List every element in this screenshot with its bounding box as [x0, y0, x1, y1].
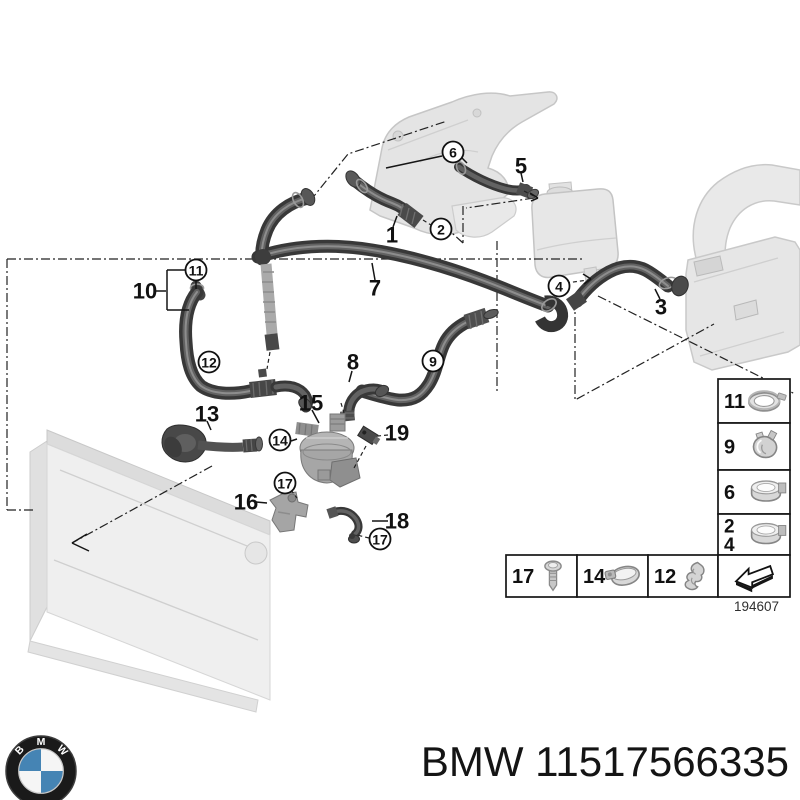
- callout-number: 18: [385, 509, 409, 534]
- legend-cell-12: 12: [647, 554, 719, 598]
- legend-cell-arrow: [717, 554, 791, 598]
- small-parts: [269, 413, 381, 533]
- callout-3: 3: [655, 295, 667, 320]
- pipe-13: [161, 424, 263, 463]
- callout-16: 16: [234, 490, 258, 515]
- leader-lines: [6, 120, 796, 552]
- legend-cell-9: 9: [717, 422, 791, 471]
- legend-label: 2: [724, 517, 735, 538]
- callout-14: 14: [268, 428, 292, 452]
- callout-number: 6: [449, 145, 457, 161]
- callout-17: 17: [368, 527, 392, 551]
- legend-label: 17: [512, 566, 534, 588]
- callout-19: 19: [385, 421, 409, 446]
- bracket-10: [166, 269, 189, 311]
- callout-number: 14: [272, 433, 288, 449]
- hose-7: [255, 188, 569, 351]
- callout-17: 17: [273, 471, 297, 495]
- callout-9: 9: [421, 349, 445, 373]
- callout-number: 11: [189, 263, 204, 279]
- hose-12: [186, 280, 314, 412]
- radiator: [27, 429, 271, 713]
- legend-label: 14: [583, 566, 606, 588]
- callout-number: 13: [195, 402, 219, 427]
- label-pointers: [156, 155, 661, 539]
- sensor-19: [357, 425, 381, 446]
- legend-cell-11: 11: [717, 378, 791, 424]
- callout-13: 13: [195, 402, 219, 427]
- faded-components: [27, 91, 800, 713]
- bmw-letter: M: [37, 736, 46, 748]
- callout-number: 9: [429, 354, 437, 370]
- callout-number: 16: [234, 490, 258, 515]
- hose-1: [345, 170, 424, 228]
- legend-label: 11: [724, 391, 745, 413]
- legend-cell-2-4: 24: [717, 513, 791, 556]
- callout-number: 5: [515, 154, 527, 179]
- callout-4: 4: [547, 274, 571, 298]
- callout-6: 6: [441, 140, 465, 164]
- drawing-number: 194607: [734, 599, 779, 614]
- bmw-logo: BMW: [5, 735, 77, 800]
- pump-bracket-16: [269, 491, 309, 533]
- callout-number: 1: [386, 223, 398, 248]
- callout-number: 10: [133, 279, 157, 304]
- part-number-title: BMW 11517566335: [421, 738, 789, 785]
- callout-number: 17: [277, 476, 293, 492]
- callout-10: 10: [133, 279, 157, 304]
- footer: BMW BMW 11517566335: [5, 735, 789, 800]
- callout-number: 8: [347, 350, 359, 375]
- callout-18: 18: [385, 509, 409, 534]
- callout-7: 7: [369, 276, 381, 301]
- callout-number: 7: [369, 276, 381, 301]
- callout-number: 15: [299, 391, 323, 416]
- legend-label: 6: [724, 482, 735, 504]
- hose-18: [326, 506, 360, 544]
- callout-5: 5: [515, 154, 527, 179]
- callout-15: 15: [299, 391, 323, 416]
- callout-number: 12: [201, 355, 217, 371]
- legend-cell-6: 6: [717, 469, 791, 515]
- callout-number: 4: [555, 279, 563, 295]
- hose-3: [566, 266, 689, 311]
- callout-8: 8: [347, 350, 359, 375]
- callout-number: 19: [385, 421, 409, 446]
- callout-12: 12: [197, 350, 221, 374]
- callout-2: 2: [429, 217, 453, 241]
- legend-cell-14: 14: [576, 554, 649, 598]
- legend-cell-17: 17: [505, 554, 578, 598]
- legend-label: 12: [654, 566, 676, 588]
- expansion-tank: [531, 181, 619, 283]
- hose-9: [362, 307, 499, 400]
- hose-8: [340, 383, 390, 422]
- legend-label: 9: [724, 437, 735, 459]
- callout-11: 11: [184, 258, 208, 282]
- callout-number: 3: [655, 295, 667, 320]
- electric-water-pump: [295, 413, 361, 488]
- charge-air-cooler: [685, 163, 800, 371]
- callout-1: 1: [386, 223, 398, 248]
- callout-number: 17: [372, 532, 388, 548]
- legend-label: 4: [724, 535, 735, 556]
- hoses: [161, 161, 689, 544]
- legend-layer: 11 9 6 24 17 14 12: [505, 378, 791, 598]
- callout-number: 2: [437, 222, 445, 238]
